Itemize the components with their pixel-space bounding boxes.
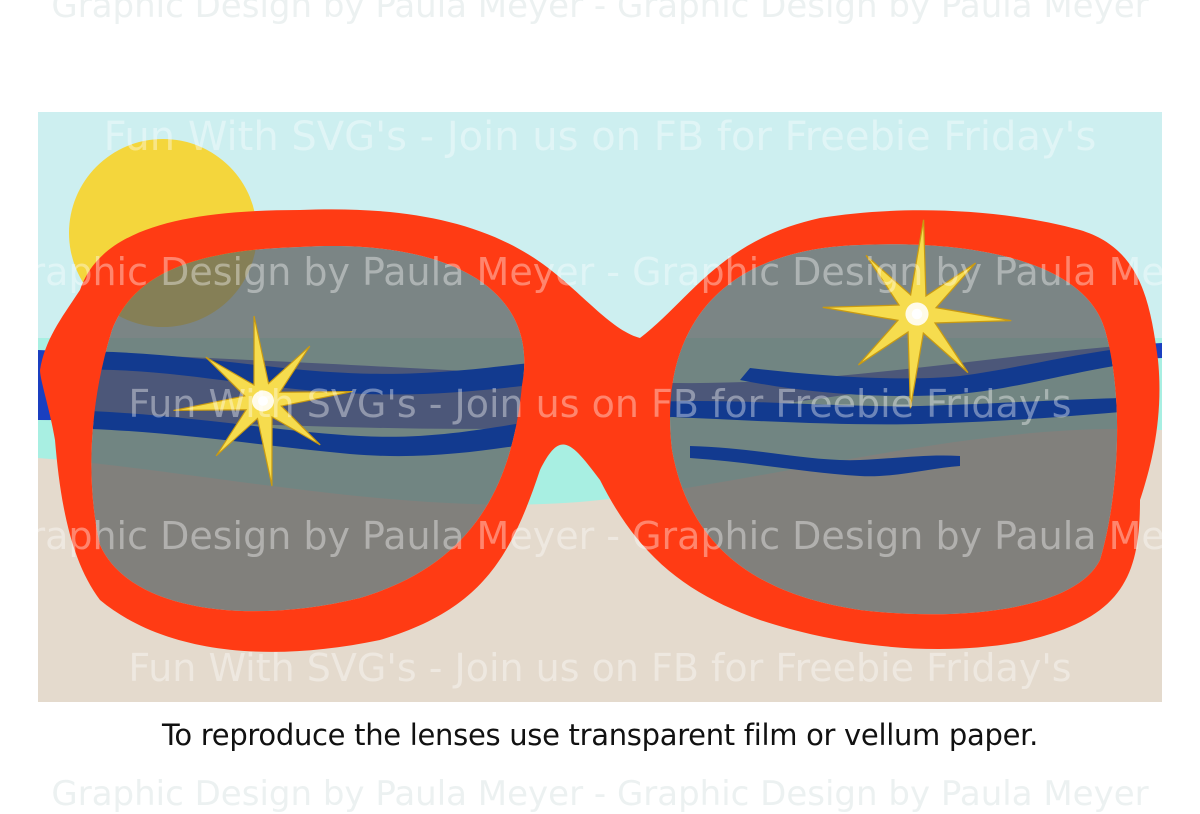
caption: To reproduce the lenses use transparent …: [161, 718, 1039, 752]
right-lens: [670, 244, 1118, 615]
sunglasses-frame: [40, 209, 1160, 652]
